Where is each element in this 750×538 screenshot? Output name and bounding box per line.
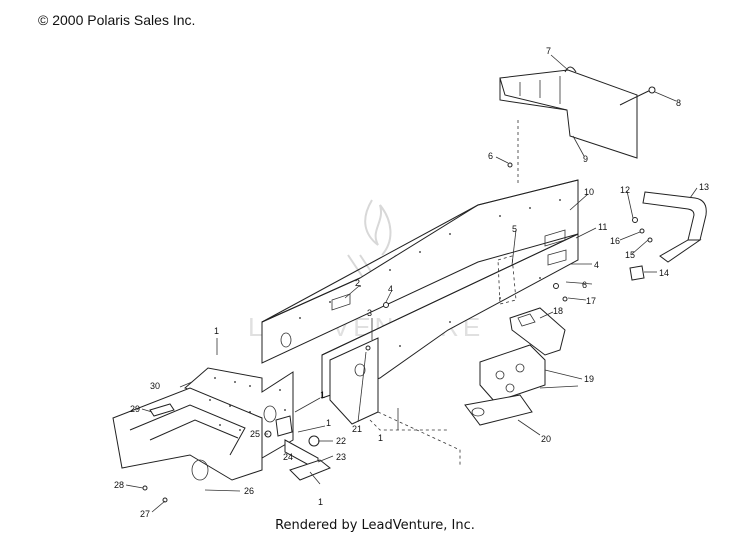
tunnel [261, 179, 579, 399]
callout-labels: 1 1 1 1 1 2 3 4 4 5 6 6 7 8 9 10 11 12 1… [114, 46, 709, 519]
front-bulkhead [112, 367, 294, 481]
bumper-hardware [383, 162, 653, 308]
callout-22: 22 [336, 436, 346, 446]
callout-8: 8 [676, 98, 681, 108]
callout-1c: 1 [326, 418, 331, 428]
rear-flap-assembly [499, 66, 656, 159]
callout-4b: 4 [594, 260, 599, 270]
callout-13: 13 [699, 182, 709, 192]
callout-28: 28 [114, 480, 124, 490]
callout-2: 2 [355, 278, 360, 288]
side-panel [329, 120, 519, 465]
callout-1b: 1 [320, 390, 325, 400]
callout-3: 3 [367, 308, 372, 318]
callout-14: 14 [659, 268, 669, 278]
plate-19 [479, 344, 546, 403]
callout-23: 23 [336, 452, 346, 462]
callout-15: 15 [625, 250, 635, 260]
callout-6b: 6 [582, 280, 587, 290]
callout-29: 29 [130, 404, 140, 414]
leader-lines [125, 54, 698, 513]
callout-1a: 1 [214, 326, 219, 336]
callout-11: 11 [598, 222, 607, 232]
callout-25: 25 [250, 429, 260, 439]
callout-1d: 1 [378, 433, 383, 443]
small-parts-front [142, 403, 331, 503]
callout-10: 10 [584, 187, 594, 197]
copyright-text: © 2000 Polaris Sales Inc. [38, 12, 196, 28]
callout-20: 20 [541, 434, 551, 444]
footer-rendered-by: Rendered by LeadVenture, Inc. [275, 518, 475, 533]
callout-1e: 1 [318, 497, 323, 507]
callout-19: 19 [584, 374, 594, 384]
callout-5: 5 [512, 224, 517, 234]
callout-7: 7 [546, 46, 551, 56]
guard-18 [509, 307, 566, 356]
callout-16: 16 [610, 236, 620, 246]
callout-21: 21 [352, 424, 362, 434]
callout-30: 30 [150, 381, 160, 391]
callout-26: 26 [244, 486, 254, 496]
callout-6a: 6 [488, 151, 493, 161]
callout-18: 18 [553, 306, 563, 316]
rear-bumper [629, 191, 707, 281]
callout-12: 12 [620, 185, 630, 195]
bracket-20 [464, 394, 533, 426]
callout-24: 24 [283, 452, 293, 462]
callout-9: 9 [583, 154, 588, 164]
callout-17: 17 [586, 296, 596, 306]
callout-27: 27 [140, 509, 150, 519]
callout-4a: 4 [388, 284, 393, 294]
